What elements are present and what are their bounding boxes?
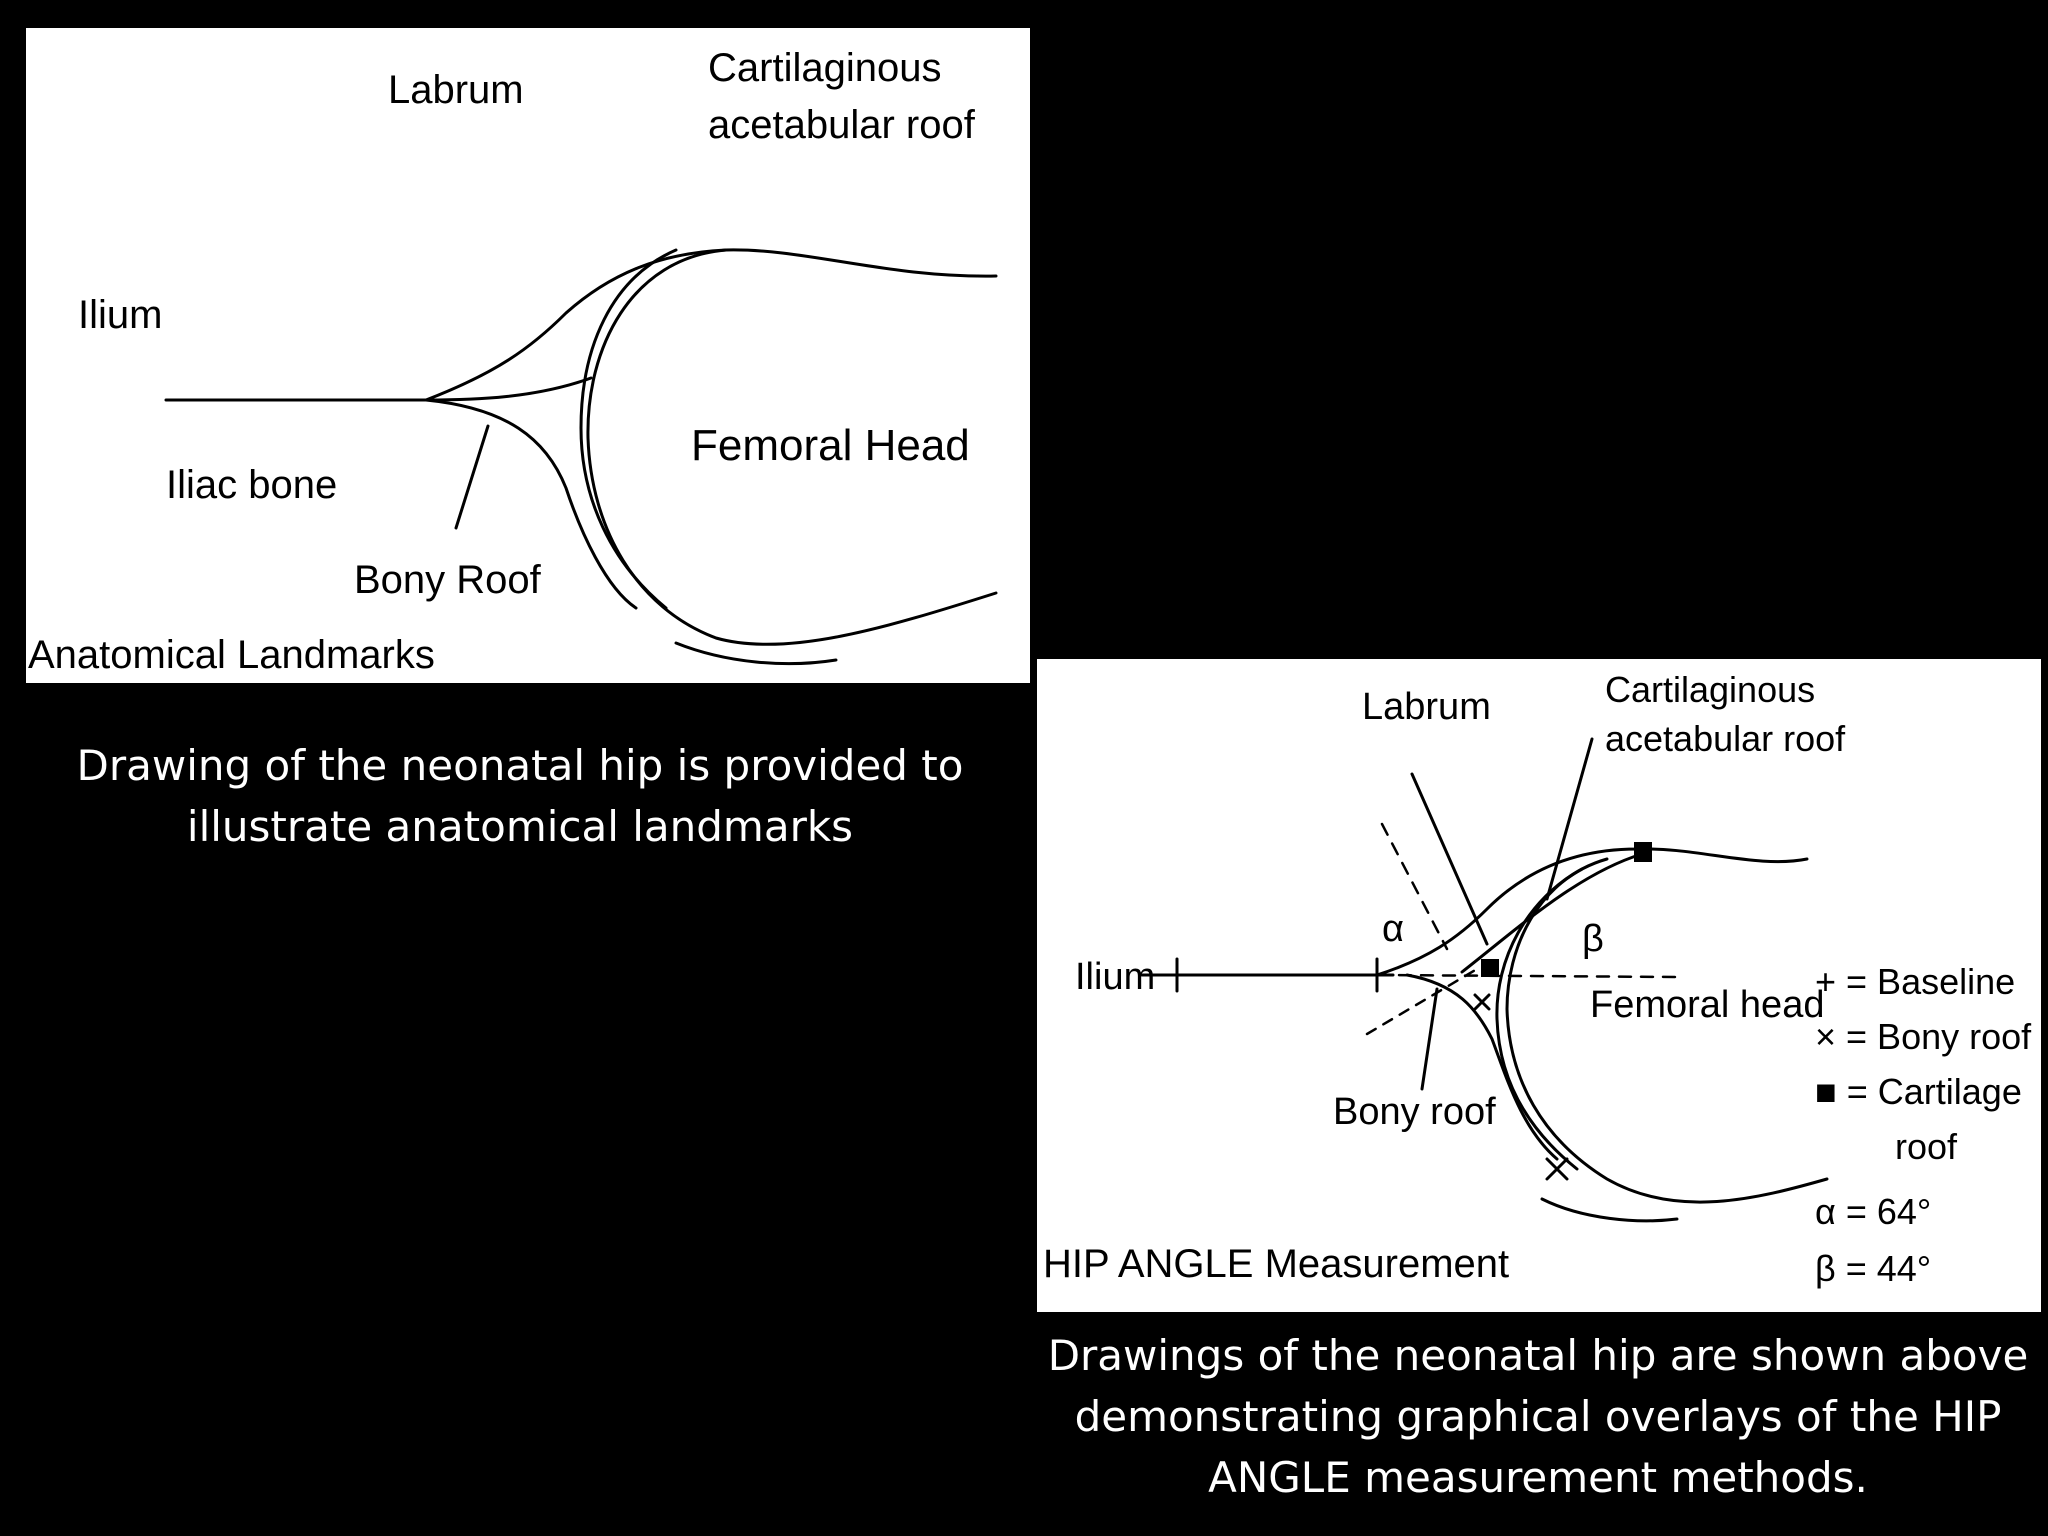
labrum-curve xyxy=(424,248,998,402)
caption-line: Drawing of the neonatal hip is provided … xyxy=(76,741,964,790)
cartilage-label-line2: acetabular roof xyxy=(708,103,976,147)
lower-arc xyxy=(1540,1197,1679,1223)
diagram-title: Anatomical Landmarks xyxy=(28,633,435,677)
cartilage-cap-arc xyxy=(579,248,678,610)
baseline-marker-plus xyxy=(1159,957,1195,993)
legend-baseline: + = Baseline xyxy=(1815,961,2015,1002)
caption-line: Drawings of the neonatal hip are shown a… xyxy=(1047,1331,2029,1380)
legend-beta: β = 44° xyxy=(1815,1248,1931,1289)
bony-roof-marker-x xyxy=(1473,993,1491,1011)
caption-line: demonstrating graphical overlays of the … xyxy=(1074,1392,2002,1441)
diagram-title: HIP ANGLE Measurement xyxy=(1043,1242,1509,1286)
anatomical-diagram: Labrum Cartilaginous acetabular roof Ili… xyxy=(28,46,998,677)
bony-roof-branch xyxy=(424,376,593,402)
labrum-label: Labrum xyxy=(1362,686,1491,728)
cartilage-label-line1: Cartilaginous xyxy=(1605,669,1815,710)
bony-roof-label: Bony Roof xyxy=(354,558,542,602)
bony-roof-label: Bony roof xyxy=(1333,1091,1496,1133)
ilium-label: Ilium xyxy=(78,293,162,337)
cartilage-cap-arc xyxy=(1495,867,1584,1171)
labrum-pointer xyxy=(1410,772,1489,946)
bony-roof-marker-x xyxy=(1545,1157,1569,1181)
baseline-extension xyxy=(1375,973,1679,979)
labrum-label: Labrum xyxy=(388,68,524,112)
cartilage-label-line1: Cartilaginous xyxy=(708,46,941,90)
cartilage-roof-line xyxy=(1460,852,1644,974)
alpha-symbol: α xyxy=(1382,908,1404,950)
beta-symbol: β xyxy=(1582,918,1604,960)
measurement-caption: Drawings of the neonatal hip are shown a… xyxy=(1030,1325,2046,1508)
legend-alpha: α = 64° xyxy=(1815,1191,1931,1232)
femoral-head-label: Femoral head xyxy=(1590,984,1824,1026)
inclination-line xyxy=(1365,967,1479,1036)
alpha-line-upper xyxy=(1380,822,1449,951)
cartilage-pointer xyxy=(1545,737,1594,901)
caption-line: ANGLE measurement methods. xyxy=(1208,1453,1868,1502)
bony-roof-curve xyxy=(1405,973,1559,1161)
cartilage-label-line2: acetabular roof xyxy=(1605,718,1846,759)
lower-cartilage-arc xyxy=(674,641,838,666)
legend: + = Baseline × = Bony roof ■ = Cartilage… xyxy=(1815,961,2032,1289)
iliac-bone-label: Iliac bone xyxy=(166,463,337,507)
legend-cartilage-line2: roof xyxy=(1895,1126,1958,1167)
femoral-head-outline xyxy=(1505,857,1829,1204)
baseline-marker-plus xyxy=(1359,957,1395,993)
femoral-head-label: Femoral Head xyxy=(691,421,970,470)
anatomical-landmarks-panel: Labrum Cartilaginous acetabular roof Ili… xyxy=(26,28,1030,683)
cartilage-marker-square xyxy=(1481,959,1499,977)
legend-bony-roof: × = Bony roof xyxy=(1815,1016,2032,1057)
labrum-curve xyxy=(1375,847,1809,977)
measurement-diagram: Labrum Cartilaginous acetabular roof α β… xyxy=(1043,669,2032,1289)
legend-cartilage-line1: ■ = Cartilage xyxy=(1815,1071,2022,1112)
ilium-label: Ilium xyxy=(1075,956,1155,998)
bony-roof-pointer xyxy=(454,424,490,530)
bony-roof-lower xyxy=(424,398,638,610)
caption-line: illustrate anatomical landmarks xyxy=(186,802,854,851)
anatomical-caption: Drawing of the neonatal hip is provided … xyxy=(40,735,1000,857)
cartilage-marker-square xyxy=(1634,842,1652,862)
hip-angle-measurement-panel: Labrum Cartilaginous acetabular roof α β… xyxy=(1037,659,2041,1312)
bony-roof-pointer xyxy=(1420,987,1439,1091)
